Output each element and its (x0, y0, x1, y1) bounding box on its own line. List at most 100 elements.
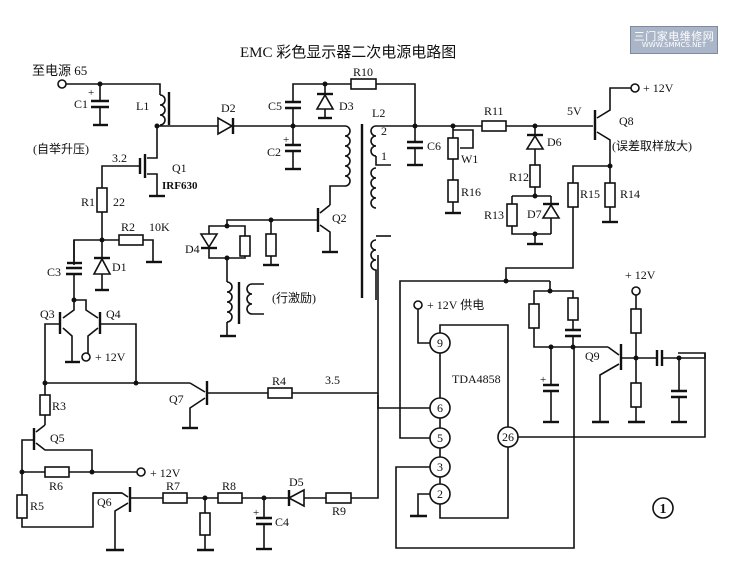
resistor-r11: R11 5V (481, 104, 593, 132)
diode-d4: D4 (185, 225, 251, 259)
capacitor-c6: C6 (407, 126, 441, 167)
transistor-q5: Q5 (21, 424, 93, 472)
q9-label: Q9 (585, 349, 600, 363)
q8-label: Q8 (619, 114, 634, 128)
resistor-pulldown (197, 498, 214, 552)
ic-pin-2: 2 (429, 483, 451, 505)
svg-text:+: + (283, 134, 289, 146)
capacitor-c5: C5 (268, 83, 325, 126)
r3-label: R3 (52, 399, 66, 413)
q9-output-network: + 12V (621, 268, 706, 424)
q8-base-voltage: 5V (567, 104, 582, 118)
r15-label: R15 (580, 187, 600, 201)
diode-d1: D1 (92, 240, 127, 292)
svg-text:2: 2 (437, 487, 443, 501)
q9-bias-network: + (528, 281, 608, 424)
diagram-title: EMC 彩色显示器二次电源电路图 (240, 44, 456, 61)
resistor-r15: R15 (505, 165, 610, 281)
resistor-r7: R7 (130, 479, 218, 504)
ic-pin-6: 6 (429, 397, 451, 419)
resistor-r12: R12 (509, 164, 541, 196)
q1-label: Q1 (172, 161, 187, 175)
transformer-l2: L2 2 1 (370, 106, 416, 300)
transistor-q9: Q9 (585, 344, 623, 424)
ic-pin-26: 26 (497, 426, 519, 448)
svg-text:5: 5 (437, 431, 443, 445)
svg-text:26: 26 (502, 430, 514, 444)
resistor-r1: R1 22 (81, 187, 125, 240)
c2-label: C2 (267, 145, 281, 159)
l1-label: L1 (136, 99, 149, 113)
svg-text:+: + (88, 87, 94, 99)
l2-label: L2 (372, 106, 385, 120)
mosfet-q1: 3.2 Q1 IRF630 (101, 126, 198, 198)
r10-label: R10 (353, 65, 373, 79)
resistor-r2: R2 10K (102, 220, 170, 264)
capacitor-c1: + C1 (74, 84, 109, 127)
r13-label: R13 (484, 208, 504, 222)
r11-label: R11 (484, 104, 504, 118)
transistor-q6: Q6 (93, 487, 132, 552)
ic-supply-label: + 12V 供电 (427, 298, 484, 312)
r2-label: R2 (121, 220, 135, 234)
d2-label: D2 (221, 101, 236, 115)
svg-text:+: + (253, 507, 259, 519)
svg-text:3: 3 (437, 460, 443, 474)
resistor-r16: R16 (445, 179, 481, 215)
transistor-q8: + 12V Q8 (误差取样放大) (593, 81, 692, 166)
q6-label: Q6 (97, 495, 112, 509)
c6-label: C6 (427, 139, 441, 153)
resistor-r14: R14 (602, 166, 640, 224)
capacitor-c3: C3 (47, 240, 82, 300)
figure-number-badge: 1 (652, 497, 674, 519)
r5-label: R5 (30, 499, 44, 513)
d6-label: D6 (547, 135, 562, 149)
svg-text:6: 6 (437, 401, 443, 415)
transformer-primary (329, 124, 364, 298)
resistor-q2-base (263, 220, 279, 267)
r1-label: R1 (81, 195, 95, 209)
diode-d3: D3 (315, 84, 354, 120)
r12-label: R12 (509, 170, 529, 184)
svg-text:9: 9 (437, 336, 443, 350)
supply-input-terminal (57, 79, 67, 89)
diode-d6: D6 (525, 126, 562, 165)
r4-label: R4 (272, 374, 286, 388)
q4-supply-label: + 12V (95, 350, 126, 364)
q4-label: Q4 (106, 307, 121, 321)
ic-tda4858: TDA4858 + 12V 供电 9 6 5 3 2 26 (395, 280, 706, 549)
resistor-r13-diode-d7: R13 D7 (484, 195, 561, 246)
d7-label: D7 (527, 207, 542, 221)
ic-pin-3: 3 (429, 456, 451, 478)
ic-pin-5: 5 (429, 427, 451, 449)
supply-input-label: 至电源 65 (32, 63, 87, 78)
boost-note: (自举升压) (33, 142, 89, 156)
transistor-q3-q4: + 12V Q3 Q4 (40, 299, 137, 383)
watermark-site-name: 三门家电维修网 (633, 30, 715, 43)
r1-value: 22 (113, 195, 125, 209)
resistor-r9: R9 (325, 395, 379, 518)
l2-tap-2: 2 (381, 124, 387, 138)
d5-label: D5 (289, 475, 304, 489)
ic-part-number: TDA4858 (452, 372, 501, 386)
figure-number: 1 (660, 502, 667, 517)
d1-label: D1 (112, 260, 127, 274)
resistor-r4: R4 3.5 (207, 255, 379, 399)
watermark-url: WWW.SMMCS.NET (641, 41, 707, 49)
r6-label: R6 (49, 479, 63, 493)
resistor-r3: R3 (39, 383, 66, 425)
capacitor-c4: + C4 (253, 498, 289, 551)
potentiometer-w1: W1 (447, 126, 478, 180)
c5-label: C5 (268, 99, 282, 113)
supply-input-section: 至电源 65 + C1 L1 (自举升压) (32, 63, 171, 156)
c3-label: C3 (47, 265, 61, 279)
q1-gate-voltage: 3.2 (112, 151, 127, 165)
r2-value: 10K (149, 220, 170, 234)
r6-supply-label: + 12V (150, 466, 181, 480)
svg-text:+: + (540, 374, 546, 386)
error-amp-note: (误差取样放大) (612, 138, 692, 153)
c4-label: C4 (275, 515, 289, 529)
resistor-r10: R10 (325, 65, 416, 126)
l2-tap-1: 1 (381, 149, 387, 163)
